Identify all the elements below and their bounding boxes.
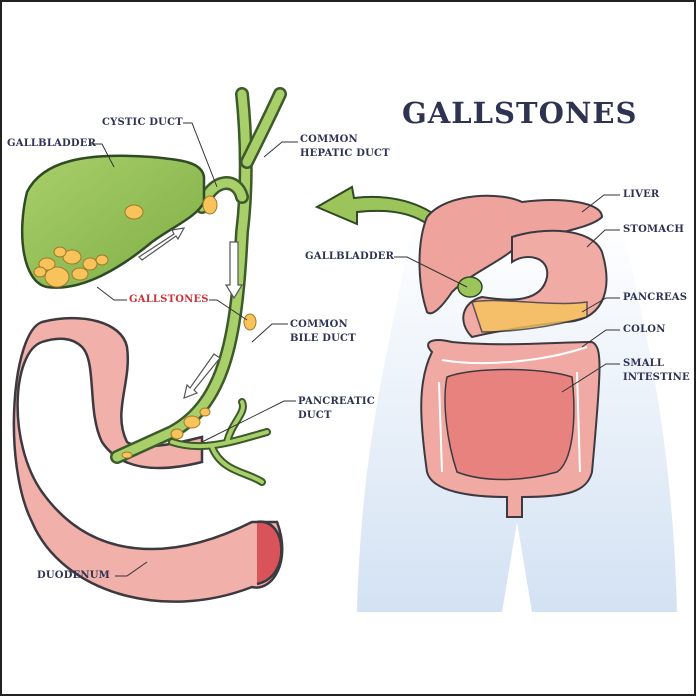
label-line: PANCREATIC <box>298 396 375 407</box>
label-common-bile-duct: COMMON BILE DUCT <box>290 318 356 346</box>
small-intestine <box>444 368 575 481</box>
label-gallbladder: GALLBLADDER <box>7 138 97 149</box>
page-title: GALLSTONES <box>402 96 638 130</box>
label-line: HEPATIC DUCT <box>300 148 390 159</box>
gallbladder-small <box>457 276 483 298</box>
label-stomach: STOMACH <box>623 224 685 235</box>
label-common-hepatic-duct: COMMON HEPATIC DUCT <box>300 133 390 161</box>
label-line: BILE DUCT <box>290 333 356 344</box>
label-line: INTESTINE <box>623 372 690 383</box>
flow-arrows <box>138 227 244 399</box>
label-line: COMMON <box>300 134 358 145</box>
label-liver: LIVER <box>623 189 660 200</box>
label-line: COMMON <box>290 319 348 330</box>
label-pancreatic-duct: PANCREATIC DUCT <box>298 395 375 423</box>
label-cystic-duct: CYSTIC DUCT <box>102 117 183 128</box>
leader-lines <box>90 122 620 577</box>
label-gallbladder-right: GALLBLADDER <box>305 251 395 262</box>
gallstones <box>33 195 257 459</box>
pancreas <box>471 299 588 333</box>
label-gallstones: GALLSTONES <box>129 294 209 305</box>
label-line: SMALL <box>623 358 665 369</box>
label-colon: COLON <box>623 324 666 335</box>
duodenum <box>12 316 284 603</box>
label-duodenum: DUODENUM <box>37 570 110 581</box>
label-small-intestine: SMALL INTESTINE <box>623 357 690 385</box>
label-line: DUCT <box>298 410 332 421</box>
label-pancreas: PANCREAS <box>623 292 688 303</box>
